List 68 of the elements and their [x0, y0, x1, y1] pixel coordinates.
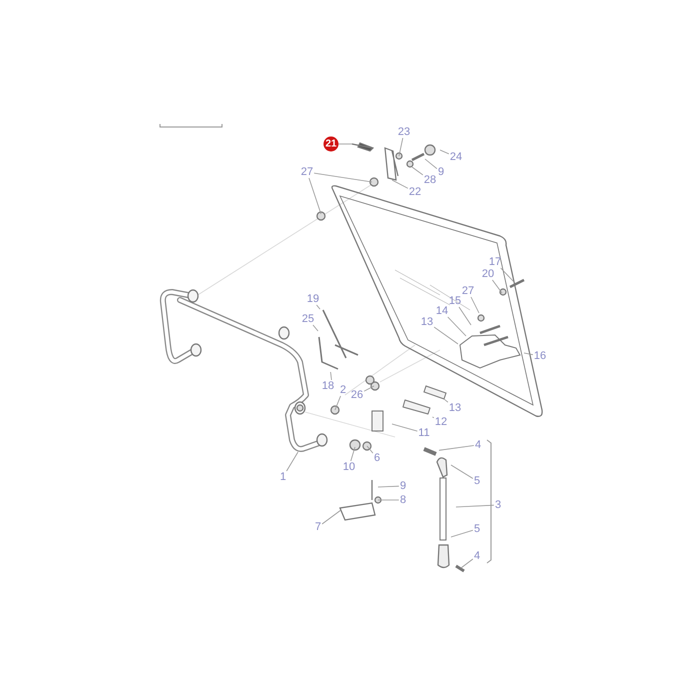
leader-line [334, 396, 341, 410]
callout-number: 11 [417, 427, 431, 439]
leader-line [366, 446, 374, 454]
leader-line [350, 446, 356, 462]
callout-number: 4 [474, 439, 482, 451]
callout-number: 13 [420, 316, 434, 328]
callout-number: 3 [494, 499, 502, 511]
leader-line [500, 268, 514, 282]
leader-line [392, 180, 408, 189]
callout-number: 28 [422, 174, 438, 186]
callout-number: 27 [300, 166, 314, 178]
leader-line [392, 424, 418, 432]
leader-line [308, 178, 322, 214]
callout-number: 2 [338, 384, 348, 396]
plate-drawing [401, 398, 433, 417]
callout-number: 20 [480, 268, 496, 280]
callout-number: 15 [448, 295, 462, 307]
callout-number: 18 [320, 380, 336, 392]
leader-line [286, 452, 298, 472]
callout-number: 22 [408, 186, 422, 198]
callout-number: 13 [448, 402, 462, 414]
leader-line [316, 304, 320, 310]
callout-number: 16 [532, 350, 548, 362]
leader-line [524, 352, 534, 356]
callout-number: 1 [278, 471, 288, 483]
leader-line [424, 158, 438, 170]
callout-number: 23 [396, 126, 412, 138]
bracket-drawing [320, 307, 361, 361]
leader-line [412, 166, 424, 176]
leader-line [322, 510, 342, 524]
leader-line [434, 326, 458, 344]
leader-line [378, 486, 400, 488]
callout-number: 21 [324, 136, 338, 152]
callout-number: 5 [472, 475, 482, 487]
leader-line [444, 398, 448, 403]
pin-drawing [421, 446, 439, 457]
leader-line [460, 558, 474, 568]
leader-line [456, 504, 494, 508]
leader-line [330, 372, 332, 380]
leader-line [450, 530, 474, 538]
leader-line [438, 445, 474, 451]
callout-number: 25 [300, 313, 316, 325]
leader-line [447, 316, 466, 336]
rod-drawing [316, 335, 341, 372]
leader-line [450, 464, 474, 479]
leader-line [398, 138, 404, 156]
leader-line [312, 324, 318, 332]
callout-number: 26 [350, 389, 364, 401]
leader-line [470, 296, 480, 314]
callout-number: 27 [460, 285, 476, 297]
callout-number: 24 [448, 151, 464, 163]
callout-number: 19 [306, 293, 320, 305]
callout-number: 10 [342, 461, 356, 473]
callout-number: 8 [398, 494, 408, 506]
callout-number: 14 [434, 305, 450, 317]
leader-line [314, 172, 372, 182]
callout-number: 12 [434, 416, 448, 428]
callout-number: 4 [472, 550, 482, 562]
leader-line [364, 386, 374, 392]
leader-line [440, 150, 450, 154]
leader-line [492, 280, 502, 294]
leader-line [458, 306, 472, 326]
callout-number: 6 [372, 452, 382, 464]
callout-number: 7 [314, 521, 322, 533]
callout-number: 9 [398, 480, 408, 492]
callout-number: 17 [488, 256, 502, 268]
callout-number: 9 [436, 166, 446, 178]
callout-number: 5 [472, 523, 482, 535]
